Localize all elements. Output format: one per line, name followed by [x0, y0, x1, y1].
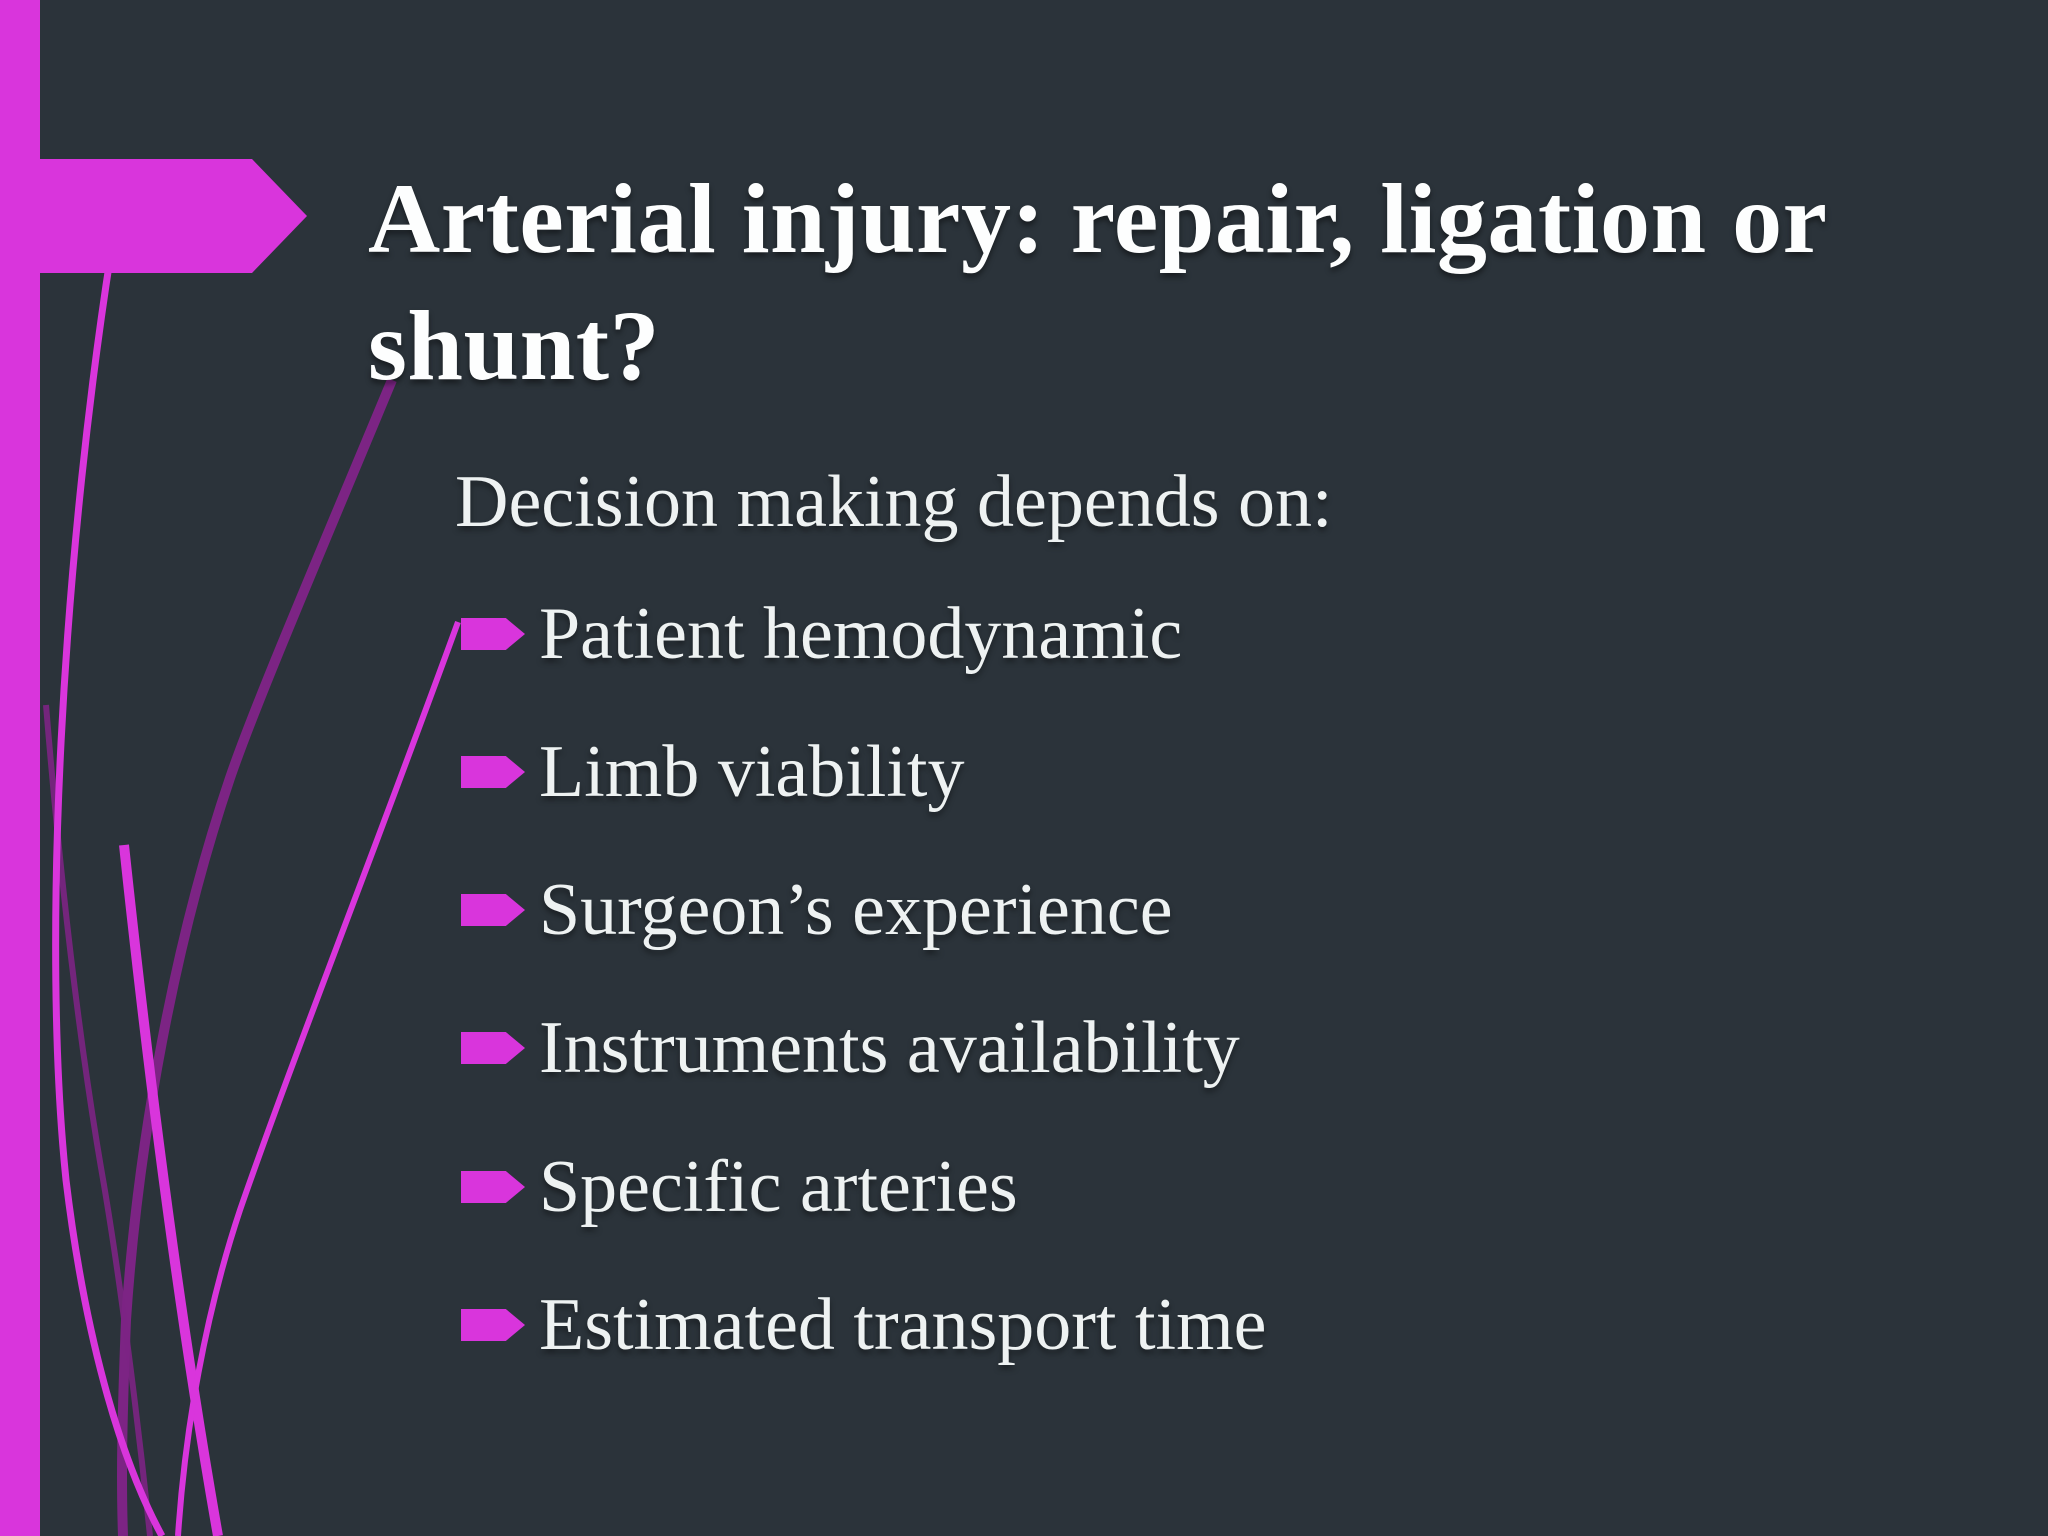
- bullet-row: Surgeon’s experience: [461, 870, 1173, 950]
- bullet-row: Specific arteries: [461, 1147, 1018, 1227]
- decorative-curves-dark: [43, 378, 397, 1536]
- bullet-label: Limb viability: [539, 731, 965, 813]
- slide-title-line-2: shunt?: [368, 290, 661, 401]
- bullet-label: Specific arteries: [539, 1146, 1018, 1228]
- slide-title: Arterial injury: repair, ligation or shu…: [368, 155, 1928, 409]
- bullet-row: Patient hemodynamic: [461, 594, 1182, 674]
- slide-subtitle: Decision making depends on:: [455, 461, 1333, 543]
- right-arrow-tag-icon: [461, 1032, 525, 1064]
- title-arrow-band-icon: [0, 159, 307, 273]
- bullet-label: Instruments availability: [539, 1007, 1240, 1089]
- bullet-label: Patient hemodynamic: [539, 593, 1183, 675]
- right-arrow-tag-icon: [461, 618, 525, 650]
- decorative-curves-bright: [52, 214, 461, 1536]
- right-arrow-tag-icon: [461, 1171, 525, 1203]
- bullet-row: Instruments availability: [461, 1008, 1240, 1088]
- bullet-row: Estimated transport time: [461, 1285, 1267, 1365]
- slide-title-line-1: Arterial injury: repair, ligation or: [368, 163, 1828, 274]
- bullet-label: Estimated transport time: [539, 1284, 1267, 1366]
- bullet-row: Limb viability: [461, 732, 964, 812]
- right-arrow-tag-icon: [461, 756, 525, 788]
- right-arrow-tag-icon: [461, 1309, 525, 1341]
- bullet-label: Surgeon’s experience: [539, 869, 1173, 951]
- right-arrow-tag-icon: [461, 894, 525, 926]
